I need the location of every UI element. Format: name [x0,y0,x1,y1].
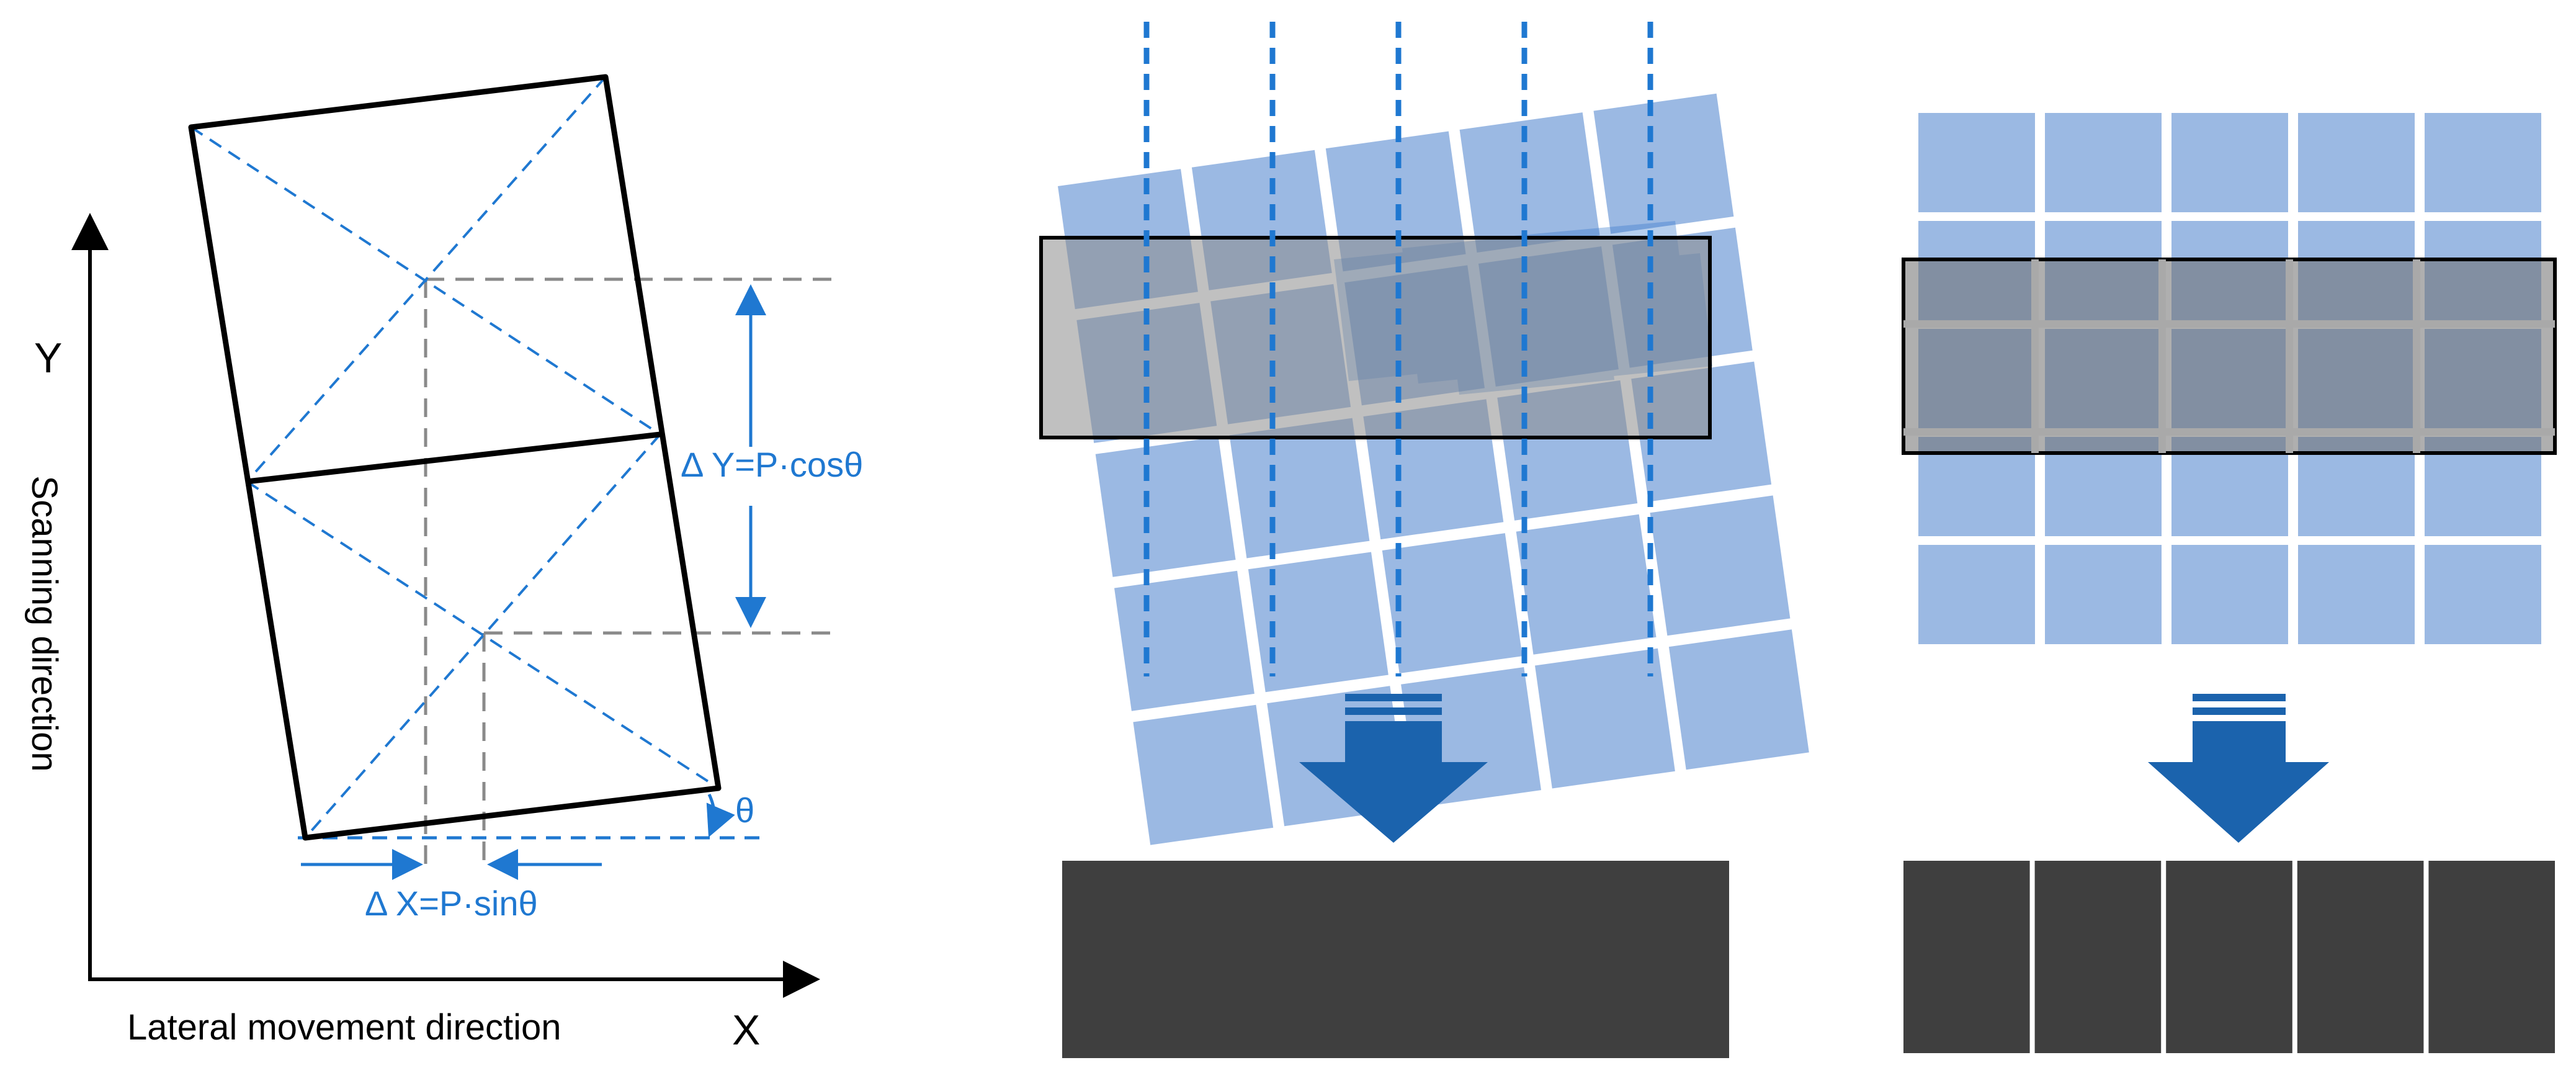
aligned-grid-panel [1902,113,2557,1053]
output-segment [2297,861,2424,1053]
aligned-pixel-cell [2045,113,2162,212]
geometry-panel: Y X Scanning direction Lateral movement … [24,74,863,1054]
aligned-pixel-cell [2171,113,2288,212]
blue-diagonals [190,76,720,839]
tilted-pixel-cell [1535,648,1675,789]
tilted-pixel-cell [1459,112,1600,253]
tilted-pixel-cell [1668,629,1809,770]
sampling-window-aligned [1902,258,2557,455]
aligned-pixel-cell [2425,113,2541,212]
output-segment [2166,861,2292,1053]
gray-guide-lines [424,277,834,869]
tilted-pixel-cell [1650,495,1791,636]
output-segment [2034,861,2162,1053]
output-segment [2428,861,2555,1053]
aligned-pixel-cell [2045,545,2162,644]
aligned-pixel-cell [2171,545,2288,644]
aligned-pixel-cell [2298,113,2415,212]
sampling-window-tilted [1039,236,1712,439]
x-axis-caption: Lateral movement direction [127,1007,561,1048]
aligned-pixel-cell [2298,545,2415,644]
y-axis-letter: Y [34,334,62,382]
tilted-pixel-cell [1095,436,1236,577]
aligned-pixel-cell [1918,113,2035,212]
tilted-grid-panel [1039,22,1809,1058]
aligned-pixel-cell [2425,545,2541,644]
tilted-pixel-cell [1248,552,1389,693]
down-arrow-right [2148,694,2329,843]
theta-label: θ [735,791,754,830]
scan-lines [1143,22,1653,676]
theta-arc [706,793,735,838]
y-axis-caption: Scanning direction [24,475,65,771]
output-segment [1903,861,2030,1053]
output-bar-segments [1903,861,2555,1053]
tilted-pixel-cell [1133,704,1274,845]
aligned-pixel-cell [1918,545,2035,644]
tilted-pixel-cell [1516,514,1657,655]
tilted-pixel-cell [1382,533,1523,673]
down-arrow-middle [1299,694,1488,843]
output-bar-merged [1062,861,1729,1058]
tilted-pixel-cell [1593,93,1734,234]
window-grid-lines [1903,259,2555,453]
delta-y-label: Δ Y=P·cosθ [681,445,863,484]
tilted-pixel-cell [1229,418,1370,559]
delta-x-label: Δ X=P·sinθ [365,884,538,923]
tilted-pixel-outline [188,74,722,841]
tilted-pixel-cell [1114,570,1254,711]
x-axis-letter: X [732,1007,760,1054]
